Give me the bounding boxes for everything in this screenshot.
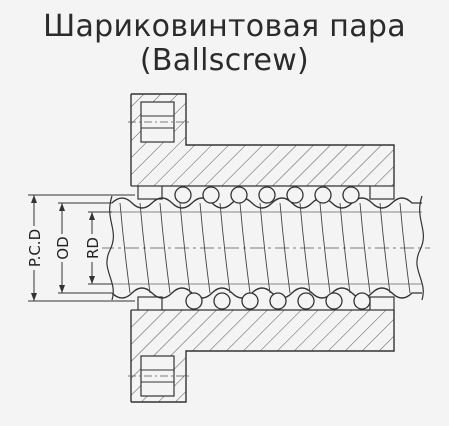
dimension-arrows (31, 195, 95, 301)
title-line-1: Шариковинтовая пара (43, 9, 406, 44)
balls-upper (174, 186, 360, 204)
title-line-2: (Ballscrew) (139, 43, 310, 78)
balls-lower (185, 292, 371, 310)
label-pcd: P.C.D (26, 229, 44, 267)
screw-shaft (100, 195, 430, 301)
label-rd: RD (84, 237, 102, 259)
dimension-lines (28, 194, 135, 302)
nut-upper (128, 93, 395, 200)
label-od: OD (54, 236, 72, 259)
nut-lower (128, 296, 395, 403)
